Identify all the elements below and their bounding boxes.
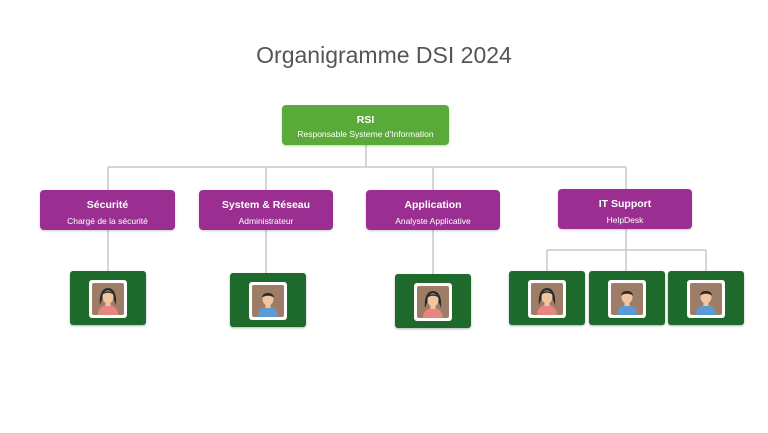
root-title: RSI xyxy=(356,114,375,126)
dept-title: System & Réseau xyxy=(221,199,311,211)
root-node-rsi[interactable]: RSI Responsable Systeme d'Information xyxy=(282,105,449,145)
staff-card-support-3[interactable] xyxy=(668,271,744,325)
female-avatar-icon xyxy=(414,283,452,321)
staff-card-securite-1[interactable] xyxy=(70,271,146,325)
dept-subtitle: HelpDesk xyxy=(606,215,644,225)
dept-node-system-reseau[interactable]: System & Réseau Administrateur xyxy=(199,190,333,230)
dept-subtitle: Analyste Applicative xyxy=(395,216,471,226)
male-avatar-icon xyxy=(687,280,725,318)
dept-subtitle: Chargé de la sécurité xyxy=(67,216,148,226)
staff-card-application-1[interactable] xyxy=(395,274,471,328)
staff-card-support-1[interactable] xyxy=(509,271,585,325)
staff-card-system-1[interactable] xyxy=(230,273,306,327)
dept-title: Application xyxy=(404,199,462,211)
dept-node-application[interactable]: Application Analyste Applicative xyxy=(366,190,500,230)
staff-card-support-2[interactable] xyxy=(589,271,665,325)
female-avatar-icon xyxy=(89,280,127,318)
male-avatar-icon xyxy=(608,280,646,318)
dept-title: Sécurité xyxy=(86,199,129,211)
root-subtitle: Responsable Systeme d'Information xyxy=(297,129,434,139)
male-avatar-icon xyxy=(249,282,287,320)
female-avatar-icon xyxy=(528,280,566,318)
dept-subtitle: Administrateur xyxy=(238,216,294,226)
dept-title: IT Support xyxy=(598,198,652,210)
dept-node-securite[interactable]: Sécurité Chargé de la sécurité xyxy=(40,190,175,230)
chart-title: Organigramme DSI 2024 xyxy=(256,42,512,68)
dept-node-it-support[interactable]: IT Support HelpDesk xyxy=(558,189,692,229)
